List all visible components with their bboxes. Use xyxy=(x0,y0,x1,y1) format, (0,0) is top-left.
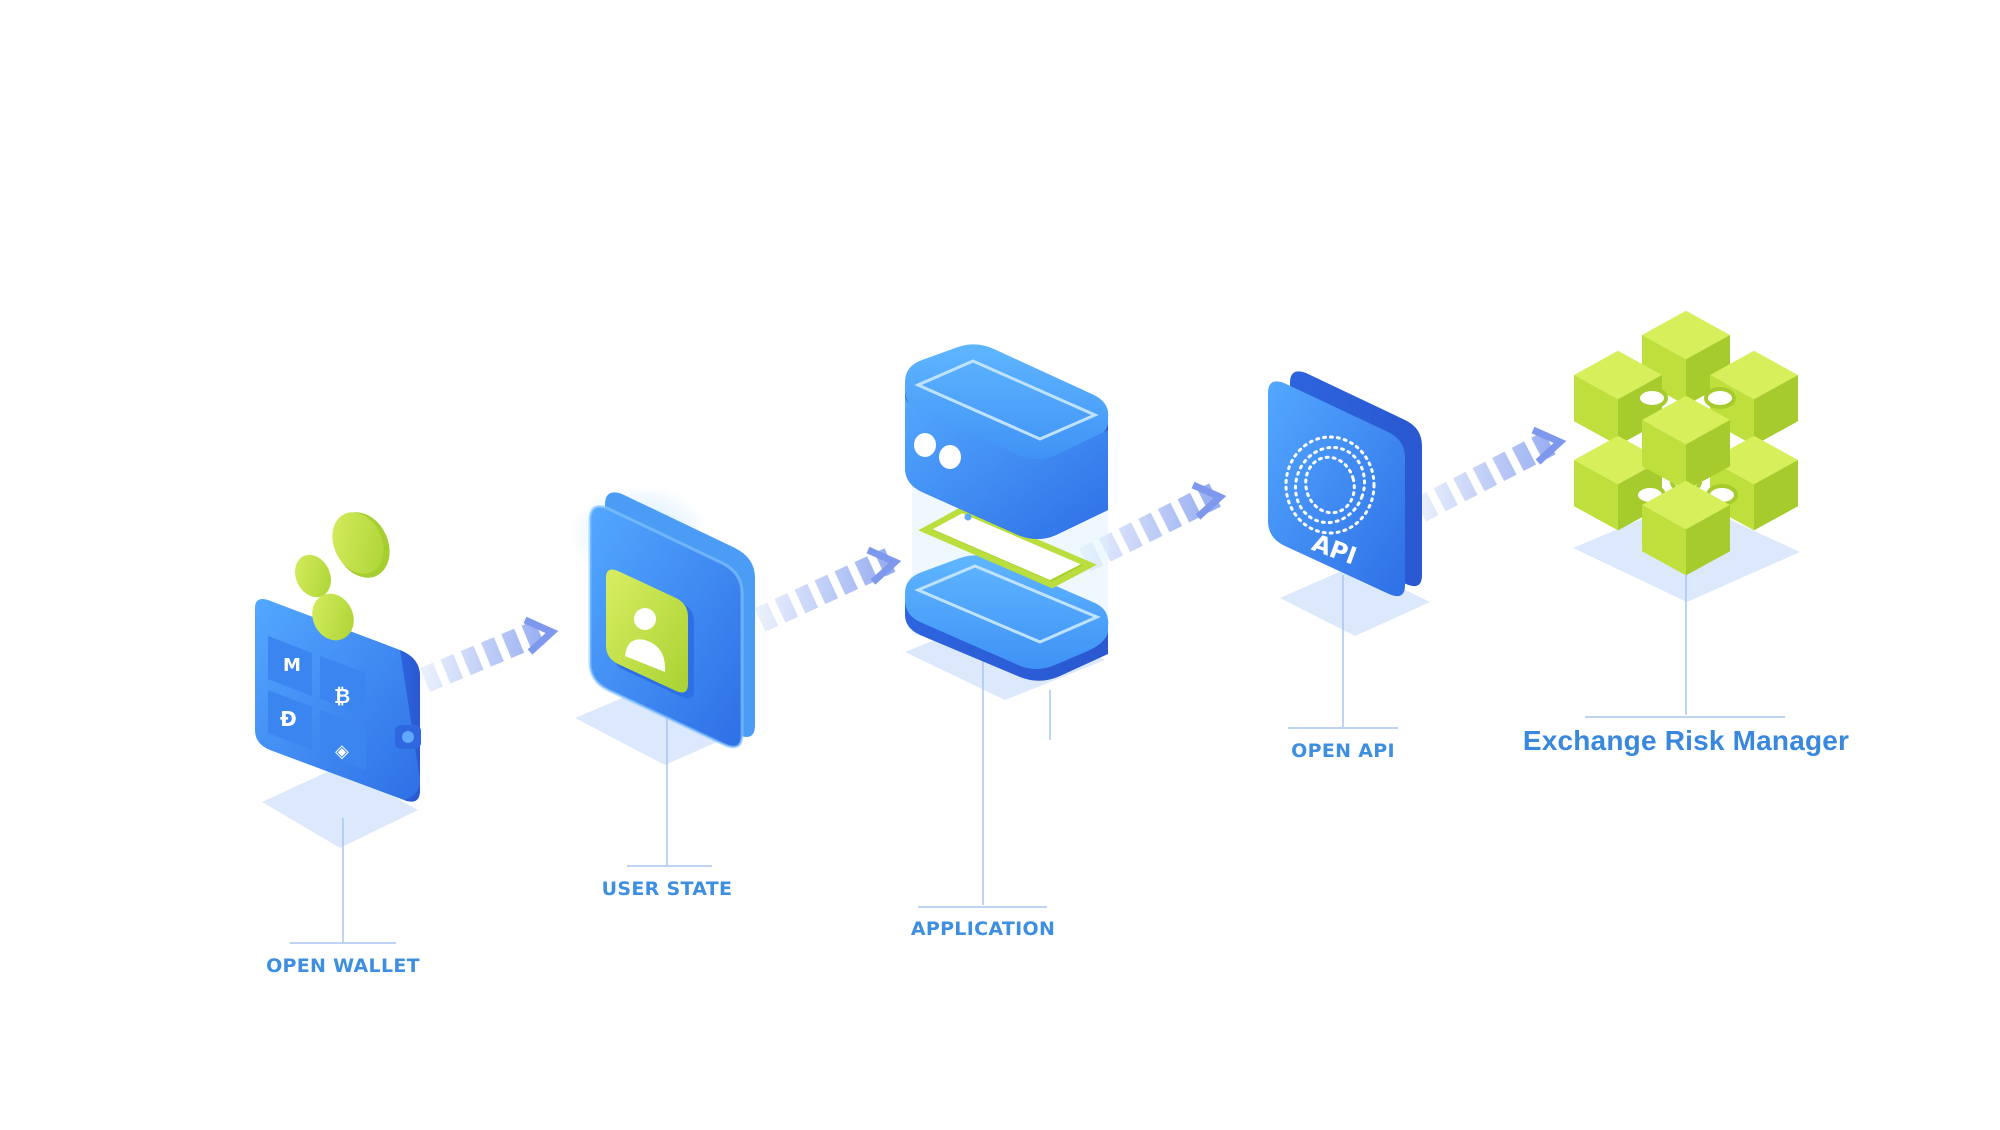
label-application: APPLICATION xyxy=(911,918,1055,940)
label-user-state: USER STATE xyxy=(602,878,733,900)
application-node xyxy=(905,344,1108,907)
exchange-risk-manager-node xyxy=(1573,311,1800,717)
cube-connector xyxy=(1638,389,1666,407)
api-icon: API xyxy=(1268,371,1422,596)
connector-wallet-to-user xyxy=(425,620,552,680)
connector-api-to-risk-manager xyxy=(1420,430,1560,510)
svg-text:M: M xyxy=(283,655,301,676)
label-open-wallet: OPEN WALLET xyxy=(266,955,420,977)
open-wallet-node: M ₿ Đ ◈ xyxy=(255,503,421,943)
label-exchange-risk-manager: Exchange Risk Manager xyxy=(1523,725,1849,757)
connector-user-to-application xyxy=(760,550,895,620)
cube-connector xyxy=(1706,389,1734,407)
label-open-api: OPEN API xyxy=(1291,740,1395,762)
svg-text:Đ: Đ xyxy=(280,707,297,731)
svg-text:◈: ◈ xyxy=(335,741,349,762)
svg-text:₿: ₿ xyxy=(334,684,350,708)
open-api-node: API xyxy=(1268,371,1430,728)
user-state-node xyxy=(570,485,755,866)
